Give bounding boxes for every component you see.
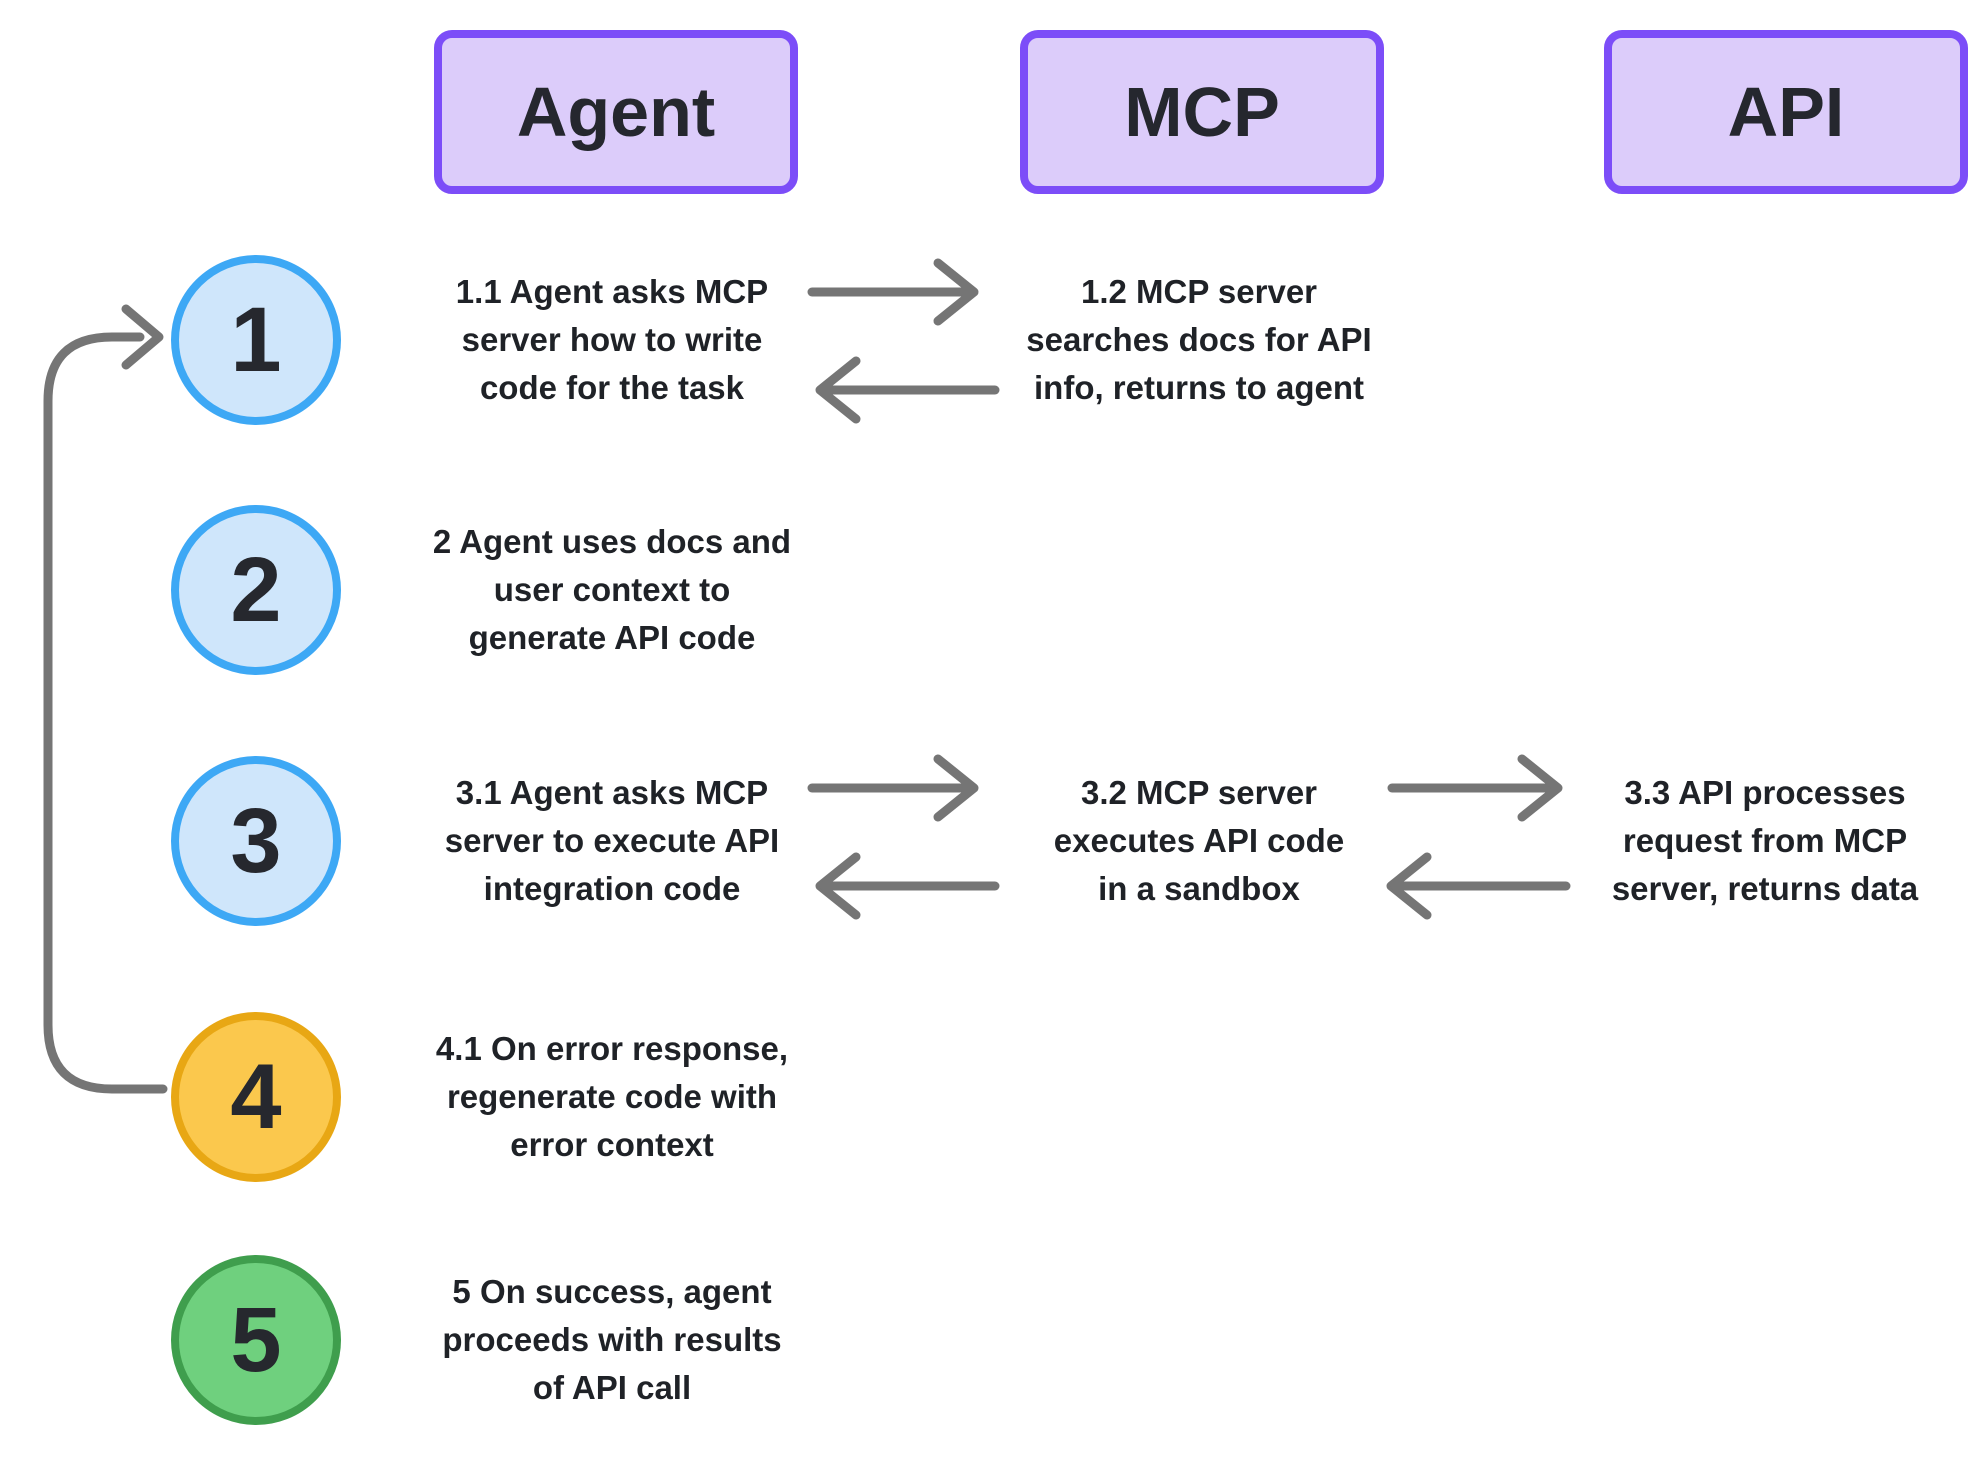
step-circle-1: 1 bbox=[171, 255, 341, 425]
step-number-5: 5 bbox=[230, 1288, 282, 1391]
arrow-agent-to-mcp-step3 bbox=[807, 754, 979, 822]
column-header-agent-label: Agent bbox=[516, 73, 716, 151]
step3-api-message: 3.3 API processes request from MCP serve… bbox=[1611, 774, 1919, 907]
step-circle-4: 4 bbox=[171, 1012, 341, 1182]
step3-agent-message: 3.1 Agent asks MCP server to execute API… bbox=[444, 774, 780, 907]
column-header-api-label: API bbox=[1727, 73, 1845, 151]
arrow-mcp-to-api-step3 bbox=[1387, 754, 1563, 822]
column-header-mcp-label: MCP bbox=[1124, 73, 1280, 151]
column-header-mcp: MCP bbox=[1020, 30, 1384, 194]
step5-agent-message: 5 On success, agent proceeds with result… bbox=[442, 1273, 782, 1406]
step1-agent-message: 1.1 Agent asks MCP server how to write c… bbox=[455, 273, 769, 406]
arrow-mcp-to-agent-step3 bbox=[815, 852, 1000, 920]
step-circle-2: 2 bbox=[171, 505, 341, 675]
arrow-agent-to-mcp-step1 bbox=[807, 258, 979, 326]
step4-agent-message: 4.1 On error response, regenerate code w… bbox=[435, 1030, 789, 1163]
step-number-3: 3 bbox=[230, 789, 282, 892]
arrow-api-to-mcp-step3 bbox=[1386, 852, 1571, 920]
step3-mcp-message: 3.2 MCP server executes API code in a sa… bbox=[1053, 774, 1345, 907]
step-circle-5: 5 bbox=[171, 1255, 341, 1425]
step-number-1: 1 bbox=[230, 288, 282, 391]
step1-mcp-message: 1.2 MCP server searches docs for API inf… bbox=[1026, 273, 1372, 406]
step-circle-3: 3 bbox=[171, 756, 341, 926]
step-number-2: 2 bbox=[230, 538, 282, 641]
arrow-mcp-to-agent-step1 bbox=[815, 356, 1000, 424]
column-header-agent: Agent bbox=[434, 30, 798, 194]
column-header-api: API bbox=[1604, 30, 1968, 194]
arrow-step4-to-step1-feedback bbox=[43, 304, 168, 1094]
step2-agent-message: 2 Agent uses docs and user context to ge… bbox=[432, 523, 792, 656]
step-number-4: 4 bbox=[230, 1045, 282, 1148]
